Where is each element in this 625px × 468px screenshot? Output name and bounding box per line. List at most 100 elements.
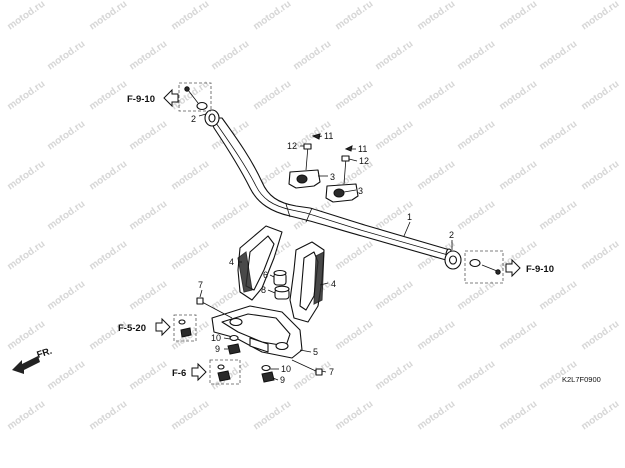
watermark-text: motod.ru <box>455 279 497 313</box>
upper-holder-left <box>288 143 321 189</box>
grip-end-right <box>444 250 462 270</box>
bolt-7-bottom <box>291 359 323 376</box>
watermark-text: motod.ru <box>5 319 47 353</box>
riser-left <box>237 225 283 301</box>
watermark-text: motod.ru <box>333 79 375 113</box>
watermark-text: motod.ru <box>5 0 47 32</box>
watermark-text: motod.ru <box>87 239 129 273</box>
watermark-text: motod.ru <box>87 79 129 113</box>
ref-arrow-f910-left <box>163 88 179 108</box>
watermark-text: motod.ru <box>45 39 87 73</box>
watermark-text: motod.ru <box>45 279 87 313</box>
callout-4-left: 4 <box>229 257 234 267</box>
front-direction-arrow <box>12 356 40 374</box>
watermark-text: motod.ru <box>169 0 211 32</box>
watermark-text: motod.ru <box>415 319 457 353</box>
watermark-text: motod.ru <box>497 0 539 32</box>
watermark-text: motod.ru <box>333 399 375 433</box>
watermark-text: motod.ru <box>333 239 375 273</box>
watermark-text: motod.ru <box>291 39 333 73</box>
watermark-text: motod.ru <box>497 79 539 113</box>
callout-6: 6 <box>263 270 268 280</box>
watermark-text: motod.ru <box>537 39 579 73</box>
watermark-text: motod.ru <box>415 399 457 433</box>
watermark-text: motod.ru <box>169 239 211 273</box>
grip-end-left <box>204 109 220 127</box>
watermark-text: motod.ru <box>579 0 621 32</box>
watermark-text: motod.ru <box>127 279 169 313</box>
watermark-text: motod.ru <box>333 0 375 32</box>
riser-right <box>289 241 325 323</box>
nut-9-bottom <box>261 371 275 383</box>
leader-lines <box>198 113 453 381</box>
left-end-weight-box <box>178 82 212 112</box>
ref-label-f520: F-5-20 <box>118 323 146 334</box>
f520-box <box>173 314 197 342</box>
watermark-text: motod.ru <box>127 359 169 393</box>
watermark-text: motod.ru <box>251 399 293 433</box>
watermark-text: motod.ru <box>127 119 169 153</box>
watermark-text: motod.ru <box>87 159 129 193</box>
ref-arrow-f6 <box>191 362 207 382</box>
watermark-text: motod.ru <box>455 359 497 393</box>
watermark-text: motod.ru <box>373 359 415 393</box>
watermark-text: motod.ru <box>5 399 47 433</box>
watermark-text: motod.ru <box>579 159 621 193</box>
callout-1: 1 <box>407 212 412 222</box>
front-label: FR. <box>36 346 54 361</box>
callout-7-top: 7 <box>198 280 203 290</box>
watermark-text: motod.ru <box>291 359 333 393</box>
watermark-text: motod.ru <box>579 239 621 273</box>
callout-11-right: 11 <box>358 144 367 154</box>
ref-label-f6: F-6 <box>172 368 186 379</box>
watermark-text: motod.ru <box>87 0 129 32</box>
watermark-text: motod.ru <box>455 39 497 73</box>
washer-10-bottom <box>261 364 271 372</box>
ref-arrow-f910-right <box>505 258 521 278</box>
callout-5: 5 <box>313 347 318 357</box>
cap-11-right <box>344 145 353 152</box>
watermark-text: motod.ru <box>579 319 621 353</box>
watermark-text: motod.ru <box>209 39 251 73</box>
watermark-text: motod.ru <box>87 399 129 433</box>
watermark-text: motod.ru <box>373 279 415 313</box>
callout-8: 8 <box>261 285 266 295</box>
watermark-text: motod.ru <box>251 79 293 113</box>
callout-10-top: 10 <box>211 333 221 343</box>
watermark-text: motod.ru <box>455 119 497 153</box>
callout-2-left: 2 <box>191 114 196 124</box>
watermark-text: motod.ru <box>373 39 415 73</box>
ref-label-f910-left: F-9-10 <box>127 94 155 105</box>
f6-box <box>209 359 241 385</box>
ref-label-f910-right: F-9-10 <box>526 264 554 275</box>
watermark-text: motod.ru <box>251 0 293 32</box>
watermark-text: motod.ru <box>169 399 211 433</box>
callout-11-left: 11 <box>324 131 333 141</box>
callout-9-bottom: 9 <box>280 375 285 385</box>
lower-bracket <box>211 305 303 359</box>
watermark-text: motod.ru <box>45 199 87 233</box>
callout-9-top: 9 <box>215 344 220 354</box>
watermark-text: motod.ru <box>579 79 621 113</box>
watermark-text: motod.ru <box>209 199 251 233</box>
callout-7-bottom: 7 <box>329 367 334 377</box>
washer-10-top <box>229 334 239 342</box>
watermark-text: motod.ru <box>5 239 47 273</box>
watermark-text: motod.ru <box>415 159 457 193</box>
watermark-text: motod.ru <box>497 399 539 433</box>
callout-4-right: 4 <box>331 279 336 289</box>
upper-holder-right <box>325 155 359 203</box>
callout-12-left: 12 <box>287 141 297 151</box>
watermark-text: motod.ru <box>373 119 415 153</box>
bushing-8 <box>274 285 290 300</box>
watermark-text: motod.ru <box>537 279 579 313</box>
callout-3-top: 3 <box>330 172 335 182</box>
watermark-text: motod.ru <box>169 159 211 193</box>
callout-2-right: 2 <box>449 230 454 240</box>
watermark-text: motod.ru <box>5 159 47 193</box>
watermark-text: motod.ru <box>415 0 457 32</box>
watermark-text: motod.ru <box>497 319 539 353</box>
callout-3-bottom: 3 <box>358 186 363 196</box>
watermark-text: motod.ru <box>579 399 621 433</box>
